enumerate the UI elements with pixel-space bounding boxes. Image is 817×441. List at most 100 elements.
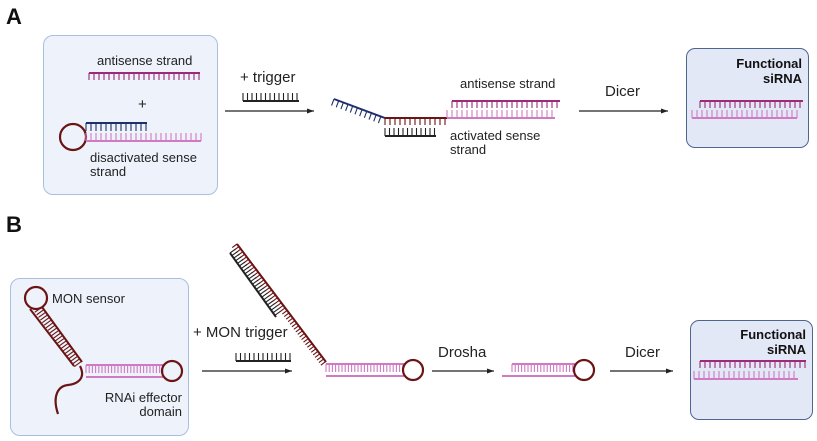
panel-a-antisense-strand — [88, 72, 200, 80]
panel-a-sirna-sense — [691, 110, 798, 119]
panel-a-activated-sense-label-1: activated sense — [450, 128, 541, 143]
panel-b-sensor-stem-1-base — [36, 309, 45, 316]
panel-a-plus-sign: + — [138, 96, 147, 113]
panel-b-unfolded-sensor-base — [299, 332, 305, 338]
panel-b-dicer-label: Dicer — [625, 344, 661, 361]
panel-b-rnai-effector-label-1: RNAi effector — [104, 390, 182, 405]
panel-b-bound-trigger-base — [235, 256, 242, 262]
panel-b-bound-trigger-base — [263, 295, 270, 301]
panel-b-unfolded-sensor-base — [318, 358, 325, 364]
panel-b-bound-trigger-base — [253, 282, 261, 288]
panel-b-unfolded-sensor-base — [281, 309, 288, 315]
panel-b-sensor-stem-2-backbone — [29, 308, 75, 367]
panel-a-functional-sirna-title: Functional siRNA — [690, 56, 802, 86]
panel-a-disactivated-sense-label-1: disactivated sense — [90, 150, 197, 165]
panel-b-bound-trigger-base — [237, 258, 244, 264]
panel-a-released-blocker-base — [354, 107, 358, 115]
panel-a-trigger-label: + trigger — [240, 69, 296, 86]
panel-b-unfolded-sensor-base — [260, 281, 267, 287]
panel-a-released-blocker — [331, 98, 386, 124]
panel-b-sensor-stem-1-base — [49, 327, 58, 334]
panel-b-bound-trigger-base — [268, 303, 276, 309]
panel-a-sirna-antisense — [699, 100, 803, 108]
panel-b-bound-trigger-base — [231, 251, 238, 257]
panel-a-released-blocker-base — [368, 112, 372, 120]
panel-b-sensor-stem-1-base — [47, 324, 56, 331]
panel-b-sensor-stem-1-base — [40, 314, 48, 321]
panel-b-functional-sirna-box — [690, 320, 813, 420]
panel-label-a: A — [6, 4, 22, 29]
panel-b-sensor-stem-1-backbone — [41, 306, 83, 363]
panel-a-bound-trigger — [384, 128, 436, 137]
panel-b-sensor-stem-1-base — [43, 319, 52, 326]
panel-b-effector-stem — [85, 364, 164, 373]
panel-b-intermediate-stem — [325, 363, 404, 372]
panel-b-mon-trigger-strand — [235, 353, 291, 362]
panel-b-sensor-stem-1-base — [60, 342, 69, 349]
panel-b-unfolded-sensor-base — [270, 294, 276, 300]
panel-a-functional-sirna-box — [686, 48, 809, 148]
panel-b-bound-trigger-base — [240, 264, 248, 270]
panel-b-effector-loop — [160, 359, 184, 383]
panel-b-sensor-stem-1-base — [34, 306, 43, 313]
panel-a-disactivated-sense-label-2: strand — [90, 164, 127, 179]
panel-a-intermediate-antisense — [451, 100, 560, 108]
panel-b-sensor-stem-1-base — [58, 340, 67, 347]
panel-b-sensor-stem-2 — [29, 308, 75, 367]
panel-b-unfolded-sensor-base — [283, 312, 290, 318]
panel-a-activated-sense-maroon — [384, 117, 447, 125]
panel-b-bound-trigger-base — [257, 287, 265, 293]
functional-title-line1: Functional — [740, 327, 806, 342]
panel-a-antisense-label: antisense strand — [97, 53, 193, 68]
panel-b-bound-trigger-base — [255, 284, 263, 290]
panel-b-pre-mirna-stem — [511, 363, 575, 372]
panel-b-sensor-stem-1-base — [70, 355, 79, 362]
panel-b-unfolded-sensor-base — [231, 243, 238, 249]
panel-a-hairpin-loop — [58, 122, 88, 152]
panel-b-pre-mirna-loop — [572, 358, 596, 382]
panel-b-bound-trigger-base — [274, 310, 281, 316]
panel-a-released-blocker-base — [359, 109, 363, 117]
panel-b-bound-trigger-base — [242, 266, 250, 272]
panel-a-activated-sense-label-2: strand — [450, 142, 487, 157]
panel-b-sirna-sense — [693, 371, 798, 380]
panel-b-unfolded-sensor-base — [274, 299, 280, 305]
panel-b-sensor-stem-1-base — [55, 335, 64, 342]
panel-label-b: B — [6, 212, 22, 237]
panel-b-sensor-stem-1-base — [45, 322, 54, 329]
panel-b-mon-trigger-label: + MON trigger — [193, 324, 288, 341]
panel-b-bound-trigger-base — [272, 308, 279, 314]
panel-b-bound-trigger-base — [233, 253, 240, 259]
panel-b-unfolded-sensor-base — [285, 315, 292, 320]
panel-b-bound-trigger-base — [229, 248, 237, 254]
panel-b-sirna-antisense — [699, 360, 806, 368]
panel-b-unfolded-sensor-base — [293, 325, 299, 330]
panel-b-unfolded-sensor-base — [287, 317, 294, 323]
panel-b-bound-trigger-base — [244, 269, 251, 275]
panel-b-unfolded-sensor-base — [276, 302, 282, 307]
panel-b-sensor-loop — [23, 285, 49, 311]
panel-a-activated-sense-pink — [446, 110, 555, 119]
panel-b-sensor-tail — [54, 365, 84, 415]
panel-b-sensor-stem-1-base — [64, 347, 73, 355]
panel-a-blocker-strand — [85, 122, 147, 131]
panel-b-unfolded-sensor-base — [264, 286, 271, 292]
panel-b-sensor-stem-1-base — [68, 353, 77, 360]
panel-b-unfolded-sensor-base — [308, 345, 315, 351]
panel-b-sensor-stem-1-base — [41, 316, 50, 324]
panel-a-released-blocker-base — [377, 116, 382, 124]
panel-b-functional-sirna-title: Functional siRNA — [694, 327, 806, 357]
panel-b-bound-trigger-base — [246, 271, 253, 277]
panel-b-unfolded-sensor-base — [303, 338, 309, 343]
panel-b-input-box — [10, 278, 189, 436]
panel-b-unfolded-sensor-backbone — [236, 243, 327, 363]
panel-b-unfolded-sensor-base — [320, 361, 326, 366]
panel-b-unfolded-sensor-base — [307, 343, 313, 348]
panel-b-sensor-stem-1-base — [72, 358, 80, 365]
panel-a-released-blocker-base — [373, 114, 377, 122]
panel-b-mon-sensor-label: MON sensor — [52, 291, 125, 306]
panel-a-released-blocker-base — [335, 100, 340, 108]
panel-b-unfolded-sensor-base — [280, 307, 286, 312]
panel-b-unfolded-sensor-base — [314, 353, 321, 358]
